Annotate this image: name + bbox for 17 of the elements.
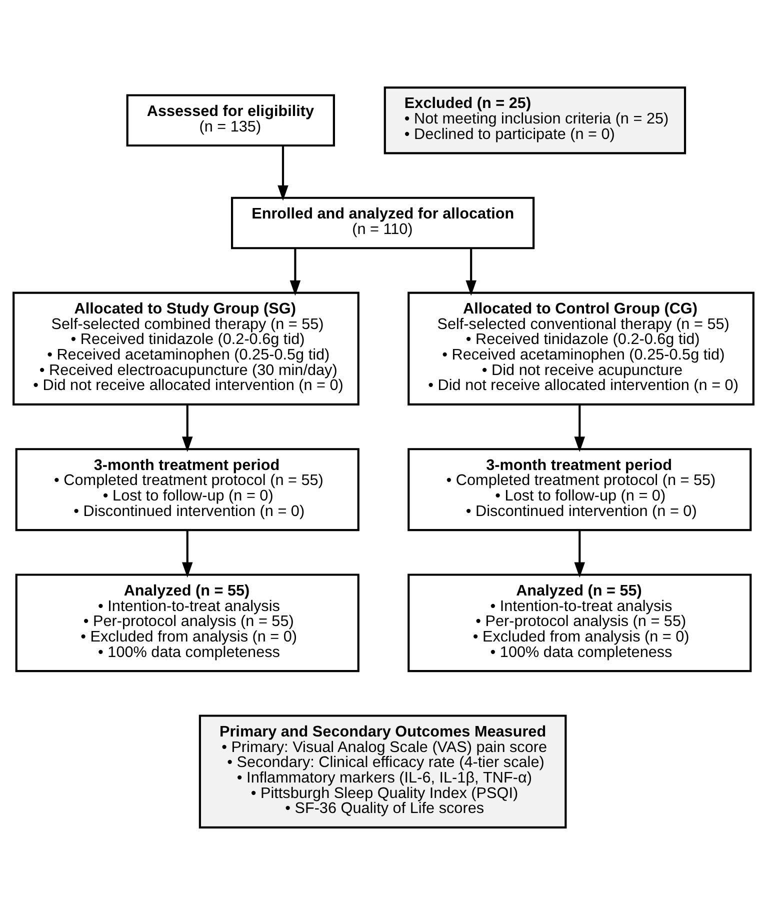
node-box: Excluded (n = 25) • Not meeting inclusion criteria (n = 25) • Declined to participate (n = 0)	[384, 86, 686, 154]
arrow	[574, 404, 586, 452]
arrow	[182, 404, 193, 452]
node-box: Analyzed (n = 55) • Intention-to-treat analysis • Per-protocol analysis (n = 55) • Excluded from analysis (n = 0) • 100% data completeness	[408, 573, 752, 672]
node-box: 3-month treatment period • Completed treatment protocol (n = 55) • Lost to follow-up (n = 0) • Discontinued intervention (n = 0)	[408, 448, 752, 531]
node-box: Allocated to Study Group (SG) Self-selected combined therapy (n = 55) • Received tinidazole (0.2-0.6g tid) • Received acetaminophen (0.25-0.5g tid) • Received electroacupuncture (30 min/day) • Did not receive allocated intervention (n = 0)	[12, 291, 360, 405]
arrow	[182, 530, 193, 578]
node-box: 3-month treatment period • Completed treatment protocol (n = 55) • Lost to follow-up (n = 0) • Discontinued intervention (n = 0)	[15, 448, 360, 531]
node-box: Analyzed (n = 55) • Intention-to-treat analysis • Per-protocol analysis (n = 55) • Excluded from analysis (n = 0) • 100% data completeness	[15, 573, 360, 672]
node-box: Assessed for eligibility (n = 135)	[126, 94, 335, 146]
node-box: Primary and Secondary Outcomes Measured • Primary: Visual Analog Scale (VAS) pain score • Secondary: Clinical efficacy rate (4-tier scale) • Inflammatory markers (IL-6, IL-1β, TNF-α) • Pittsburgh Sleep Quality Index (PSQI) • SF-36 Quality of Life scores	[198, 714, 567, 828]
arrow	[290, 248, 301, 296]
arrow	[574, 530, 586, 578]
node-box: Allocated to Control Group (CG) Self-selected conventional therapy (n = 55) • Received tinidazole (0.2-0.6g tid) • Received acetaminophen (0.25-0.5g tid) • Did not receive acupuncture • Did not receive allocated intervention (n = 0)	[408, 291, 754, 405]
arrow	[466, 248, 476, 296]
arrow	[278, 145, 288, 200]
node-box: Enrolled and analyzed for allocation (n = 110)	[231, 196, 535, 249]
